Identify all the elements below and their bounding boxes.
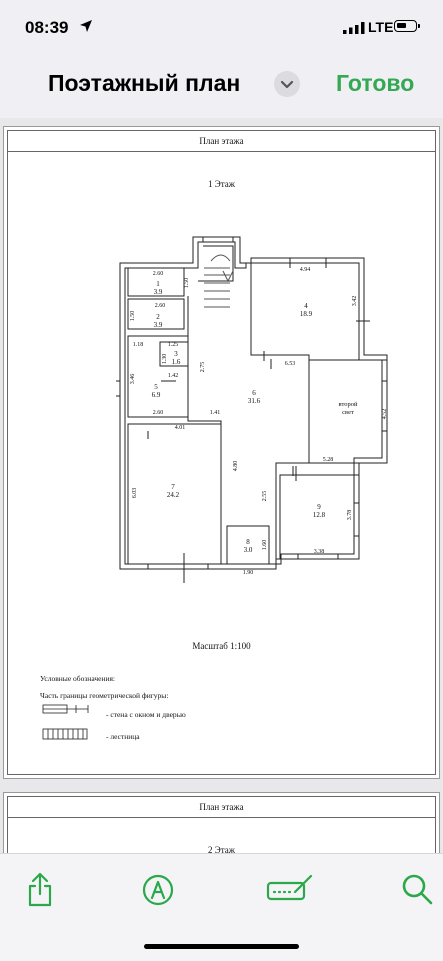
markup-button[interactable]: [138, 870, 178, 910]
dimension: 3.38: [314, 549, 325, 555]
page-frame: План этажа 1 Этаж: [7, 130, 436, 775]
room-number: 6: [252, 389, 256, 397]
home-indicator: [144, 944, 299, 949]
markup-icon: [142, 874, 174, 906]
room-area: 12.8: [313, 511, 326, 519]
dimension: 1.90: [243, 570, 254, 576]
dimension: 2.75: [200, 362, 206, 373]
room-area: 31.6: [248, 397, 261, 405]
dimension: 1.30: [162, 354, 168, 365]
dimension: 1.41: [210, 410, 221, 416]
room-area: 6.9: [152, 391, 161, 399]
dimension: 3.78: [347, 510, 353, 521]
room-number: 1: [156, 280, 160, 288]
dimension: 1.42: [168, 373, 179, 379]
dimension: 6.03: [132, 488, 138, 499]
dimension: 6.53: [285, 361, 296, 367]
room-area: 24.2: [167, 491, 180, 499]
room-area: 3.9: [154, 288, 163, 296]
dimension: 1.18: [133, 342, 144, 348]
dimension: 4.80: [233, 461, 239, 472]
dimension: 4.52: [382, 409, 388, 420]
document-page-1: План этажа 1 Этаж: [3, 126, 440, 779]
status-bar: 08:39 LTE: [0, 0, 443, 56]
dimension: 3.42: [352, 296, 358, 307]
dimension: 3.46: [130, 374, 136, 385]
room-area: 1.6: [172, 358, 181, 366]
dimension: 1.50: [130, 311, 136, 322]
dimension: 1.60: [262, 540, 268, 551]
scale-label: Масштаб 1:100: [192, 641, 251, 651]
dimension: 1.50: [184, 278, 190, 289]
room-area: 18.9: [300, 310, 313, 318]
status-time: 08:39: [25, 18, 69, 37]
dimension: 2.60: [155, 303, 166, 309]
room-number: 9: [317, 503, 321, 511]
dimension: 4.94: [300, 267, 311, 273]
signal-bars-icon: [343, 22, 365, 34]
room-number: 3: [174, 350, 178, 358]
done-button[interactable]: Готово: [336, 70, 415, 96]
share-button[interactable]: [20, 870, 60, 910]
page-header: План этажа: [8, 131, 435, 152]
dimension: 4.01: [175, 425, 186, 431]
page-header: План этажа: [8, 797, 435, 818]
room-number: 4: [304, 302, 308, 310]
room-number: 5: [154, 383, 158, 391]
signature-button[interactable]: [265, 870, 315, 910]
floor-plan: 1 3.9 2 3.9 3 1.6 4 18.9 5 6.9 6 31.6 7 …: [42, 236, 388, 740]
room-number: 7: [171, 483, 175, 491]
document-title[interactable]: Поэтажный план: [48, 70, 241, 96]
dimension: 5.28: [323, 457, 334, 463]
document-page-2: План этажа 2 Этаж: [3, 792, 440, 853]
legend-stairs: - лестница: [106, 732, 140, 741]
dimension: 2.60: [153, 271, 164, 277]
legend-wall: - стена с окном и дверью: [106, 710, 186, 719]
share-icon: [28, 872, 52, 907]
dimension: 1.25: [168, 342, 179, 348]
title-menu-button[interactable]: [274, 71, 300, 97]
room-label: свет: [342, 409, 354, 416]
document-viewer[interactable]: План этажа 1 Этаж: [0, 118, 443, 853]
chevron-down-icon: [280, 80, 294, 89]
floor-label: 1 Этаж: [208, 179, 235, 189]
room-number: 8: [246, 538, 250, 546]
room-area: 3.9: [154, 321, 163, 329]
legend-subtitle: Часть границы геометрической фигуры:: [40, 691, 169, 700]
battery-icon: [394, 20, 420, 32]
room-label: второй: [339, 401, 358, 408]
dimension: 2.60: [153, 410, 164, 416]
search-button[interactable]: [398, 870, 438, 910]
location-arrow-icon: [80, 20, 92, 32]
signature-icon: [266, 874, 313, 901]
network-type: LTE: [368, 19, 394, 35]
page-frame: План этажа 2 Этаж: [7, 796, 436, 853]
floor-label: 2 Этаж: [208, 845, 235, 853]
legend-title: Условные обозначения:: [40, 674, 116, 683]
dimension: 2.55: [262, 491, 268, 502]
search-icon: [402, 874, 433, 905]
room-area: 3.0: [244, 546, 253, 554]
room-number: 2: [156, 313, 160, 321]
bottom-toolbar: [0, 853, 443, 961]
